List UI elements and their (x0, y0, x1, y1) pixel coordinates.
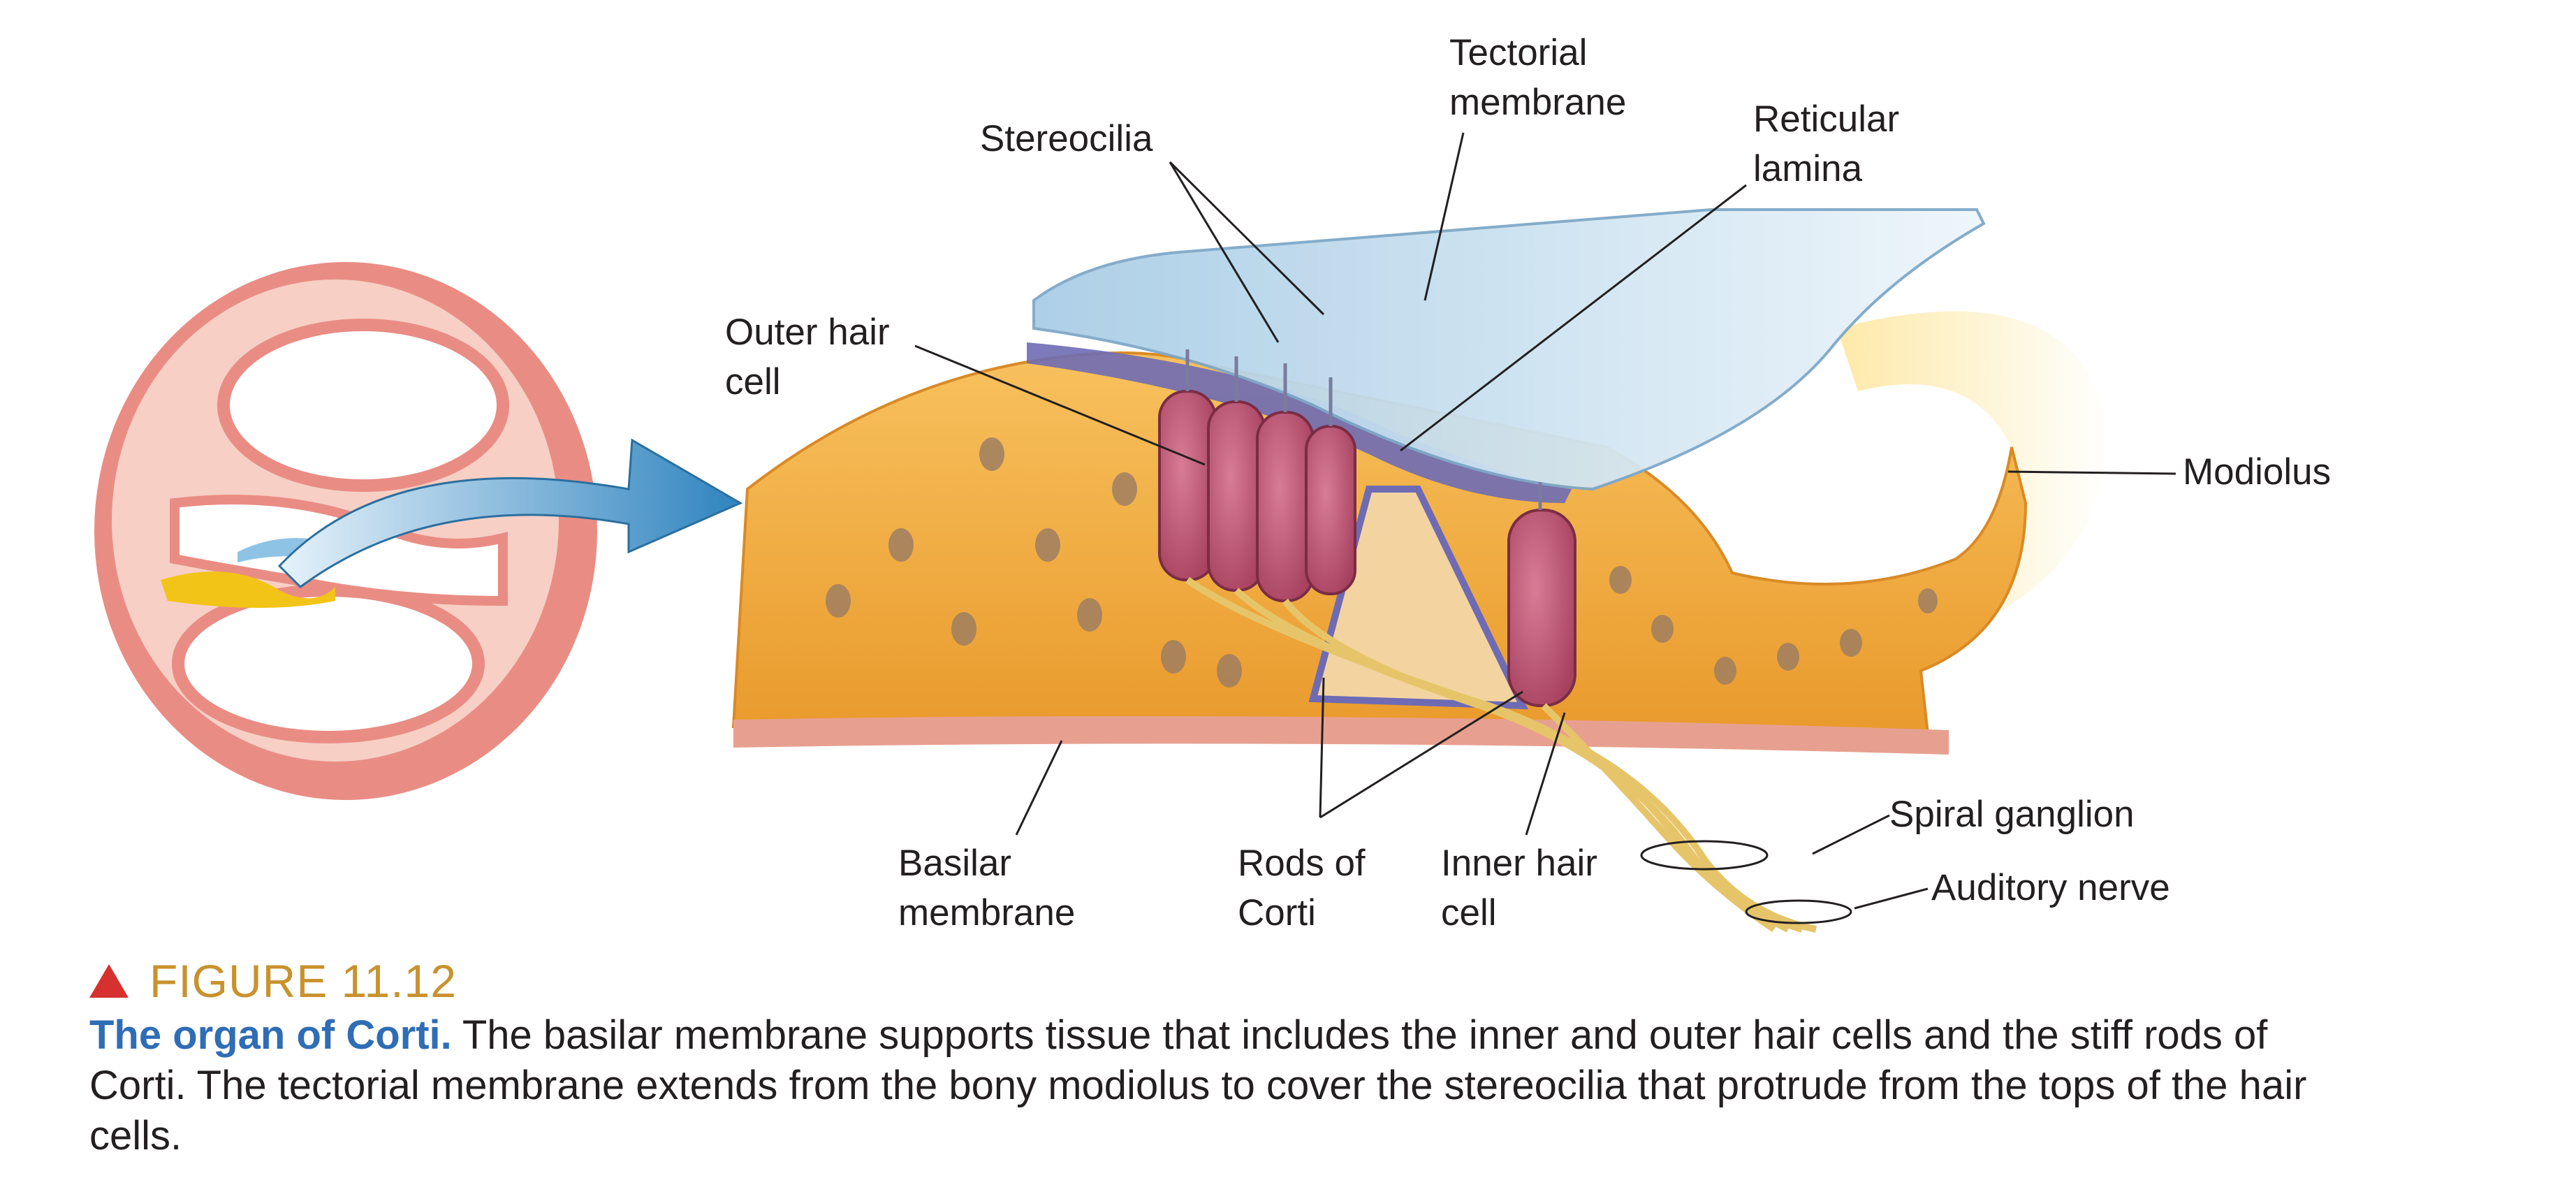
label-modiolus: Modiolus (2183, 451, 2332, 493)
cochlea-cross-section (94, 262, 597, 800)
nerve-fibers (1185, 576, 1817, 933)
label-rods-of-corti: Rods of Corti (1238, 843, 1366, 933)
mini-organ-of-corti (161, 572, 335, 608)
label-reticular-lamina: Reticular lamina (1753, 99, 1900, 189)
caption-title: The organ of Corti. (89, 1012, 452, 1058)
auditory-nerve-ring (1745, 899, 1852, 924)
scala-vestibuli (217, 319, 509, 492)
spiral-ganglion-ring (1640, 840, 1769, 871)
figure-heading: FIGURE 11.12 (89, 952, 2325, 1010)
inner-hair-cell-shape (1507, 509, 1576, 707)
cell-nuclei (826, 437, 1938, 688)
label-outer-hair-cell: Outer hair cell (725, 312, 890, 402)
label-basilar-membrane: Basilar membrane (898, 843, 1076, 933)
scala-tympani (172, 584, 485, 743)
label-tectorial-membrane: Tectorial membrane (1449, 32, 1627, 123)
label-inner-hair-cell: Inner hair cell (1441, 843, 1597, 933)
outer-hair-cells (1158, 390, 1356, 602)
stereocilia-tufts (1185, 349, 1542, 510)
label-stereocilia: Stereocilia (980, 118, 1153, 159)
label-spiral-ganglion: Spiral ganglion (1889, 794, 2135, 835)
figure-caption: FIGURE 11.12 The organ of Corti. The bas… (89, 952, 2325, 1161)
diagram-artwork (94, 132, 2176, 933)
triangle-icon (89, 964, 129, 998)
label-auditory-nerve: Auditory nerve (1931, 867, 2170, 908)
modiolus-region (1837, 311, 2109, 657)
caption-body: The basilar membrane supports tissue tha… (89, 1012, 2307, 1158)
leader-lines (914, 132, 2176, 910)
organ-of-corti-detail (731, 208, 2109, 933)
figure-number: FIGURE 11.12 (149, 955, 457, 1007)
zoom-arrow (277, 438, 743, 588)
basilar-membrane-band (733, 716, 1949, 755)
organ-of-corti-figure: Tectorial membrane Stereocilia Reticular… (94, 32, 2332, 933)
caption-text: The organ of Corti. The basilar membrane… (89, 1010, 2325, 1161)
tectorial-membrane-shape (1032, 208, 1986, 491)
